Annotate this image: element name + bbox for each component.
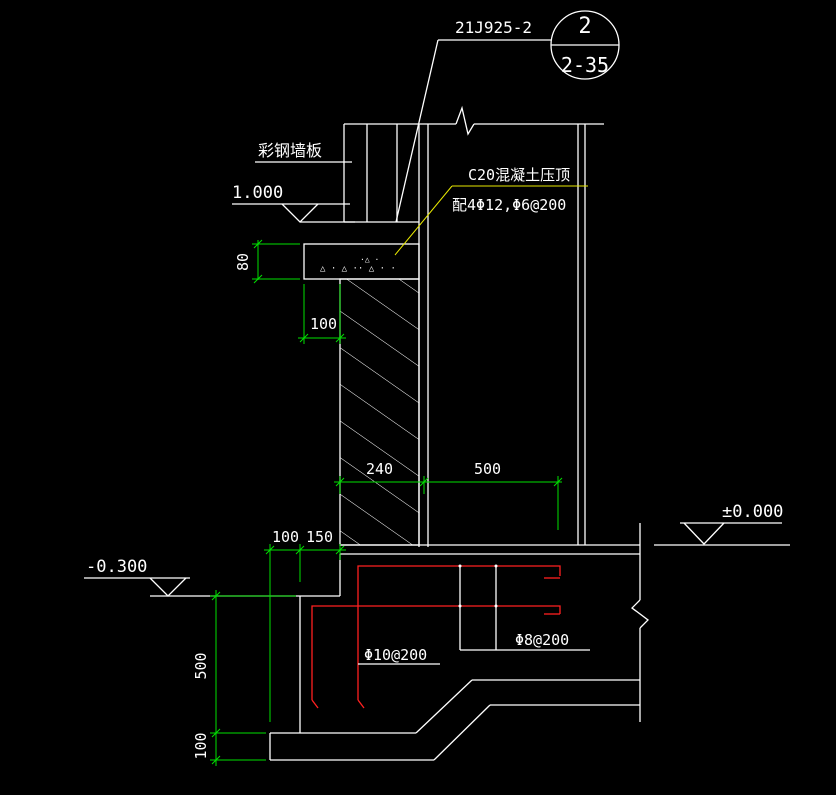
dim-cap-height: 80 <box>234 239 300 284</box>
callout-detail-number: 2 <box>578 14 591 39</box>
cap-rebar-label: 配4Φ12,Φ6@200 <box>452 196 566 214</box>
dim-offset-top: 100 <box>298 284 346 344</box>
rebar-leaders: Φ10@200 Φ8@200 <box>358 564 590 665</box>
callout-reference: 21J925-2 <box>455 18 532 37</box>
dim-cap-height-text: 80 <box>234 253 252 271</box>
panel-label: 彩钢墙板 <box>255 141 352 163</box>
dim-step-100-text: 100 <box>272 528 299 546</box>
dim-depth-500-text: 500 <box>192 652 210 679</box>
foundation-outline <box>269 523 649 761</box>
detail-callout: 21J925-2 2 2-35 <box>395 10 620 223</box>
cap-label: C20混凝土压顶 <box>468 166 570 184</box>
callout-leader <box>395 39 439 223</box>
dim-slab-500-text: 500 <box>474 460 501 478</box>
brick-wall <box>339 278 420 546</box>
dim-offset-top-text: 100 <box>310 315 337 333</box>
dim-wall-width-text: 240 <box>366 460 393 478</box>
cap-leader: C20混凝土压顶 配4Φ12,Φ6@200 <box>394 166 588 256</box>
elevation-ground-text: -0.300 <box>86 557 147 577</box>
elevation-ground: -0.300 <box>84 557 300 597</box>
dim-base-100-text: 100 <box>192 732 210 759</box>
elevation-zero-text: ±0.000 <box>722 502 783 522</box>
callout-sheet-ref: 2-35 <box>561 53 609 77</box>
dim-depth: 500 100 <box>192 590 296 766</box>
elevation-top: 1.000 <box>232 183 355 223</box>
rebar-b-label: Φ8@200 <box>515 631 569 649</box>
svg-text:·△ ·: ·△ · <box>360 255 379 264</box>
elevation-top-text: 1.000 <box>232 183 283 203</box>
concrete-cap: △ · △ ·· △ · · ·△ · <box>303 243 420 280</box>
svg-text:△ · △ ·· △ · ·: △ · △ ·· △ · · <box>320 264 396 274</box>
dim-step-150-text: 150 <box>306 528 333 546</box>
panel-label-text: 彩钢墙板 <box>258 141 322 160</box>
elevation-zero: ±0.000 <box>654 502 790 546</box>
rebar-a-label: Φ10@200 <box>364 646 427 664</box>
dim-wall-width: 240 500 <box>334 460 563 530</box>
dim-steps: 100 150 <box>264 528 346 722</box>
